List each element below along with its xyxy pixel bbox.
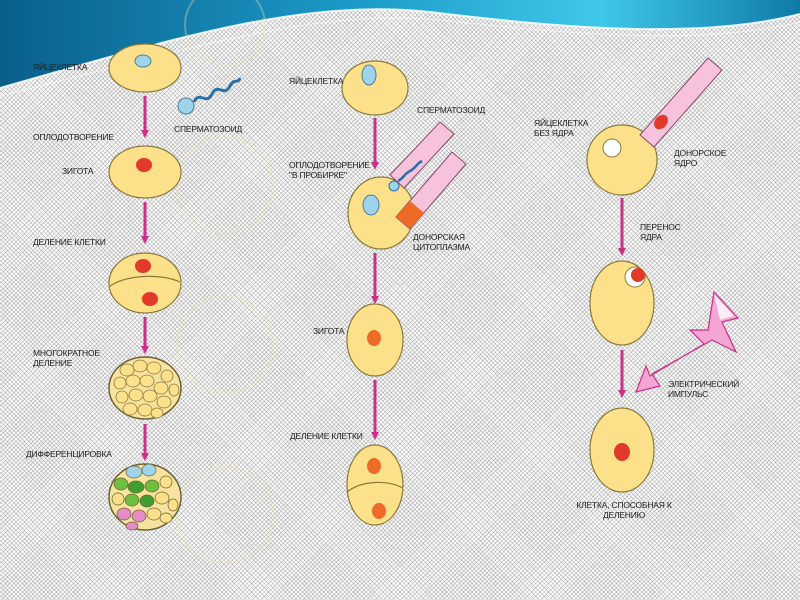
sperm-pipette (388, 121, 455, 192)
label-electric-pulse: ЭЛЕКТРИЧЕСКИЙ ИМПУЛЬС (668, 379, 740, 399)
empty-nucleus-site (602, 138, 622, 158)
watermark (176, 0, 274, 564)
label-sperm-middle: СПЕРМАТОЗОИД (417, 105, 486, 115)
egg-nucleus (134, 54, 152, 68)
zygote (108, 145, 182, 199)
label-zygote-left: ЗИГОТА (62, 166, 94, 176)
dividing-cell (346, 444, 404, 526)
daughter-nucleus-top (367, 458, 381, 474)
dividing-cell (108, 252, 182, 314)
egg-nucleus (361, 64, 377, 86)
label-differentiation: ДИФФЕРЕНЦИРОВКА (26, 449, 112, 459)
label-donor-nucleus: ДОНОРСКОЕ ЯДРО (674, 148, 727, 168)
in-vitro-nucleus (362, 194, 380, 216)
label-cell-division-left: ДЕЛЕНИЕ КЛЕТКИ (33, 237, 106, 247)
division-line (109, 275, 181, 287)
daughter-nucleus-bottom (372, 503, 386, 519)
donor-cytoplasm-pipette (395, 151, 467, 230)
zygote-nucleus (367, 330, 381, 346)
label-enucleated-egg: ЯЙЦЕКЛЕТКА БЕЗ ЯДРА (534, 118, 589, 138)
right-column (586, 57, 740, 493)
electric-pulse (635, 290, 740, 393)
zygote-nucleus (136, 158, 152, 172)
label-fertilization-left: ОПЛОДОТВОРЕНИЕ (33, 132, 114, 142)
egg-cell (108, 43, 182, 93)
egg-cell (341, 60, 409, 116)
middle-column (341, 60, 467, 526)
label-multiple-division: МНОГОКРАТНОЕ ДЕЛЕНИЕ (33, 348, 100, 368)
label-sperm-left: СПЕРМАТОЗОИД (174, 124, 243, 134)
label-zygote-middle: ЗИГОТА (313, 326, 345, 336)
activated-nucleus (614, 443, 630, 461)
donor-nucleus-pipette (639, 57, 723, 148)
label-in-vitro: ОПЛОДОТВОРЕНИЕ "В ПРОБИРКЕ" (289, 160, 370, 180)
label-dividing-cell: КЛЕТКА, СПОСОБНАЯ К ДЕЛЕНИЮ (576, 500, 672, 520)
label-egg-left: ЯЙЦЕКЛЕТКА (33, 62, 88, 72)
label-nucleus-transfer: ПЕРЕНОС ЯДРА (640, 222, 681, 242)
transferred-nucleus (631, 268, 645, 282)
label-donor-cytoplasm: ДОНОРСКАЯ ЦИТОПЛАЗМА (413, 232, 470, 252)
label-egg-middle: ЯЙЦЕКЛЕТКА (289, 76, 344, 86)
daughter-nucleus-top (135, 259, 151, 273)
daughter-nucleus-bottom (142, 292, 158, 306)
sperm-tail (192, 77, 242, 103)
division-line (346, 481, 404, 493)
label-cell-division-middle: ДЕЛЕНИЕ КЛЕТКИ (290, 431, 363, 441)
differentiated-cells (111, 463, 179, 531)
electric-pulse-highlight (714, 294, 734, 320)
morula-cells (113, 359, 180, 419)
left-column (108, 43, 242, 531)
sperm-head (177, 97, 195, 115)
